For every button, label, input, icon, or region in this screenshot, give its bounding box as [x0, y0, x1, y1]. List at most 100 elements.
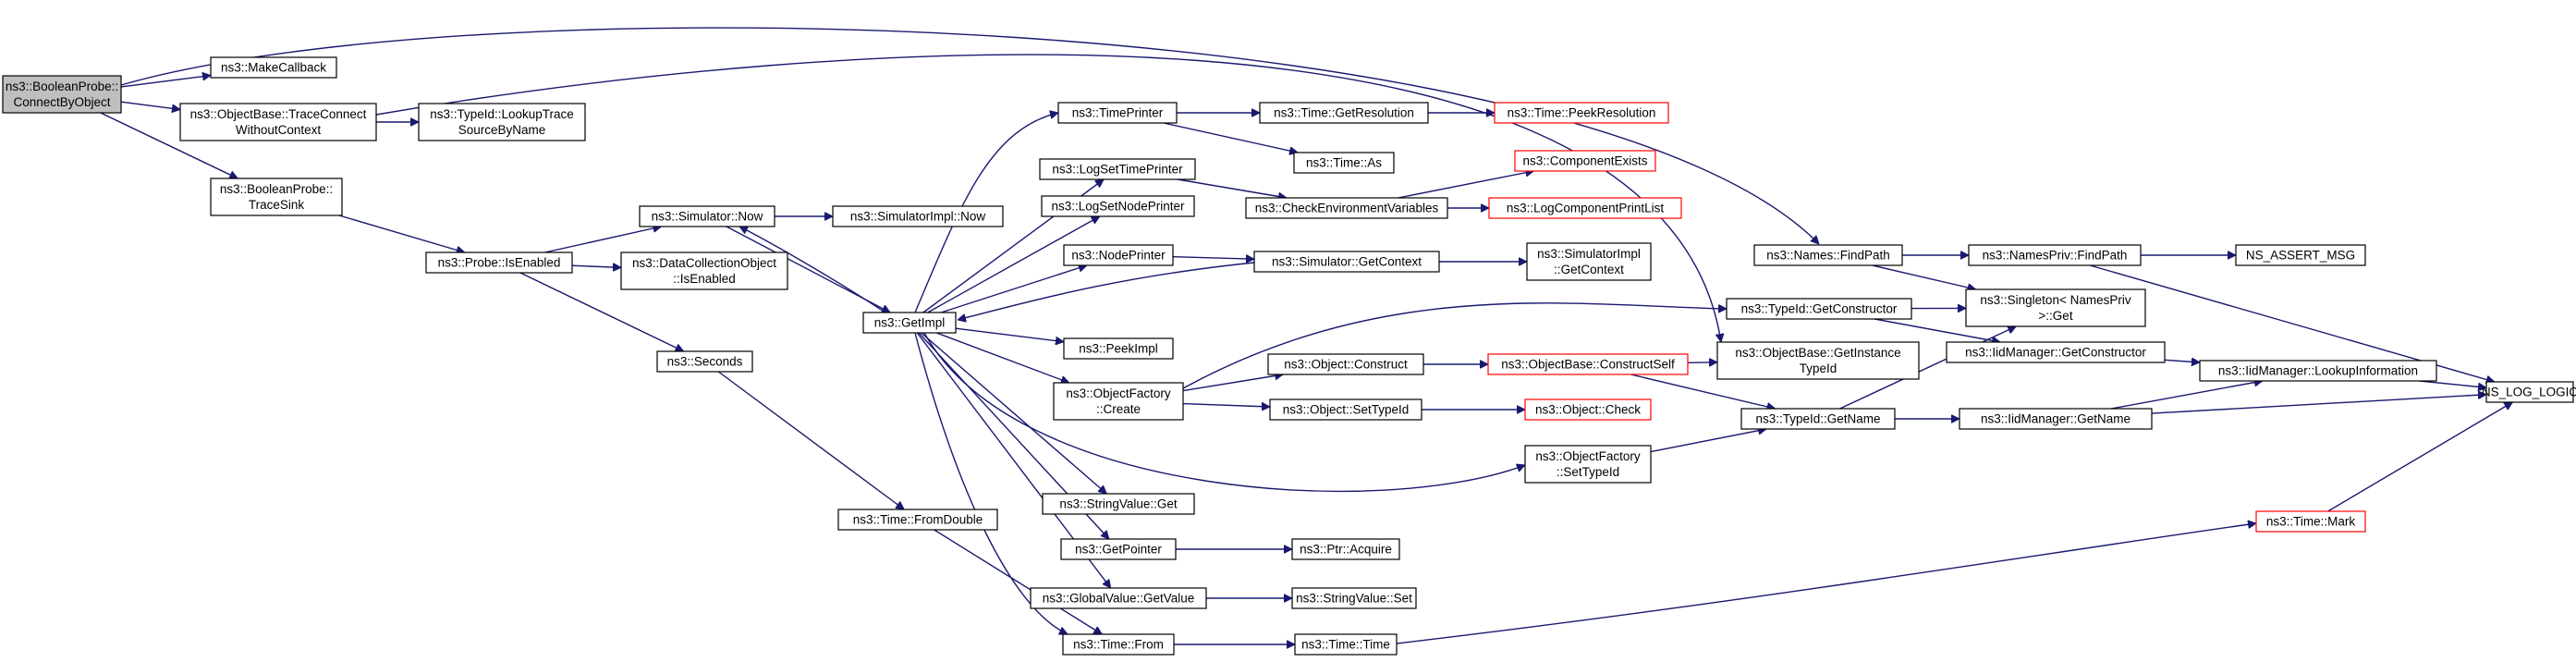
node-box[interactable] — [1063, 337, 1174, 360]
node-box[interactable] — [1245, 197, 1448, 219]
node-ofcreate[interactable]: ns3::ObjectFactory::Create — [1053, 382, 1184, 421]
node-box[interactable] — [1042, 493, 1195, 515]
node-logcomplist[interactable]: ns3::LogComponentPrintList — [1488, 197, 1682, 219]
node-obconstructself[interactable]: ns3::ObjectBase::ConstructSelf — [1487, 353, 1689, 375]
node-simgetctx[interactable]: ns3::Simulator::GetContext — [1253, 251, 1440, 273]
node-box[interactable] — [1030, 587, 1207, 609]
node-objconstruct[interactable]: ns3::Object::Construct — [1267, 353, 1424, 375]
node-logsettime[interactable]: ns3::LogSetTimePrinter — [1039, 158, 1196, 180]
node-svset[interactable]: ns3::StringValue::Set — [1291, 587, 1417, 609]
node-logsetnode[interactable]: ns3::LogSetNodePrinter — [1041, 195, 1195, 217]
node-box[interactable] — [1269, 398, 1422, 421]
node-ofsettypeid[interactable]: ns3::ObjectFactory::SetTypeId — [1524, 445, 1652, 484]
node-box[interactable] — [1524, 398, 1652, 421]
node-iidlookup[interactable]: ns3::IidManager::LookupInformation — [2199, 360, 2437, 382]
node-gvgetvalue[interactable]: ns3::GlobalValue::GetValue — [1030, 587, 1207, 609]
node-timeas[interactable]: ns3::Time::As — [1293, 152, 1395, 174]
node-getpointer[interactable]: ns3::GetPointer — [1060, 538, 1177, 560]
node-box[interactable] — [1291, 538, 1400, 560]
node-npfind[interactable]: ns3::NamesPriv::FindPath — [1968, 244, 2142, 266]
node-simimplgetctx[interactable]: ns3::SimulatorImpl::GetContext — [1526, 242, 1652, 281]
node-box[interactable] — [418, 103, 586, 141]
node-ptracquire[interactable]: ns3::Ptr::Acquire — [1291, 538, 1400, 560]
node-namesfind[interactable]: ns3::Names::FindPath — [1753, 244, 1903, 266]
node-simnow[interactable]: ns3::Simulator::Now — [639, 205, 775, 227]
node-isenabled[interactable]: ns3::Probe::IsEnabled — [425, 251, 573, 274]
node-box[interactable] — [620, 251, 788, 290]
node-box[interactable] — [1487, 353, 1689, 375]
node-box[interactable] — [837, 509, 998, 531]
node-timeprinter[interactable]: ns3::TimePrinter — [1057, 102, 1178, 124]
node-getres[interactable]: ns3::Time::GetResolution — [1259, 102, 1429, 124]
node-box[interactable] — [832, 205, 1004, 227]
node-box[interactable] — [2199, 360, 2437, 382]
node-box[interactable] — [179, 103, 377, 141]
node-peekimpl[interactable]: ns3::PeekImpl — [1063, 337, 1174, 360]
node-checkenv[interactable]: ns3::CheckEnvironmentVariables — [1245, 197, 1448, 219]
node-makecb[interactable]: ns3::MakeCallback — [210, 56, 337, 79]
node-seconds[interactable]: ns3::Seconds — [656, 350, 753, 373]
node-singleton[interactable]: ns3::Singleton< NamesPriv >::Get — [1965, 288, 2146, 327]
node-root[interactable]: ns3::BooleanProbe::ConnectByObject — [2, 75, 122, 114]
node-iidgetname[interactable]: ns3::IidManager::GetName — [1959, 408, 2153, 430]
node-box[interactable] — [1057, 102, 1178, 124]
node-nodeprinter[interactable]: ns3::NodePrinter — [1063, 244, 1174, 266]
node-fromdouble[interactable]: ns3::Time::FromDouble — [837, 509, 998, 531]
node-nsassert[interactable]: NS_ASSERT_MSG — [2235, 244, 2366, 266]
node-simimplnow[interactable]: ns3::SimulatorImpl::Now — [832, 205, 1004, 227]
node-objcheck[interactable]: ns3::Object::Check — [1524, 398, 1652, 421]
node-box[interactable] — [1959, 408, 2153, 430]
node-box[interactable] — [1053, 382, 1184, 421]
node-box[interactable] — [1524, 445, 1652, 484]
node-box[interactable] — [425, 251, 573, 274]
node-box[interactable] — [1291, 587, 1417, 609]
node-box[interactable] — [656, 350, 753, 373]
node-tidgetctor[interactable]: ns3::TypeId::GetConstructor — [1726, 298, 1912, 320]
node-box[interactable] — [1060, 538, 1177, 560]
node-box[interactable] — [1716, 341, 1920, 380]
node-timetime[interactable]: ns3::Time::Time — [1294, 633, 1398, 656]
node-getimpl[interactable]: ns3::GetImpl — [862, 312, 957, 334]
node-box[interactable] — [1494, 102, 1669, 124]
node-box[interactable] — [210, 178, 343, 216]
node-box[interactable] — [1488, 197, 1682, 219]
node-box[interactable] — [1062, 633, 1175, 656]
node-box[interactable] — [1946, 341, 2166, 363]
node-box[interactable] — [2235, 244, 2366, 266]
node-box[interactable] — [1740, 408, 1896, 430]
node-nslog[interactable]: NS_LOG_LOGIC — [2482, 381, 2576, 403]
node-box[interactable] — [1514, 150, 1656, 172]
node-dco[interactable]: ns3::DataCollectionObject::IsEnabled — [620, 251, 788, 290]
node-iidgetctor[interactable]: ns3::IidManager::GetConstructor — [1946, 341, 2166, 363]
node-box[interactable] — [1267, 353, 1424, 375]
node-box[interactable] — [210, 56, 337, 79]
node-box[interactable] — [1968, 244, 2142, 266]
node-box[interactable] — [1253, 251, 1440, 273]
node-box[interactable] — [862, 312, 957, 334]
node-compexists[interactable]: ns3::ComponentExists — [1514, 150, 1656, 172]
node-box[interactable] — [639, 205, 775, 227]
node-timefrom[interactable]: ns3::Time::From — [1062, 633, 1175, 656]
node-box[interactable] — [1726, 298, 1912, 320]
node-box[interactable] — [2255, 510, 2366, 533]
node-box[interactable] — [1063, 244, 1174, 266]
node-box[interactable] — [1965, 288, 2146, 327]
node-box[interactable] — [1526, 242, 1652, 281]
node-peekres[interactable]: ns3::Time::PeekResolution — [1494, 102, 1669, 124]
node-tidgetname[interactable]: ns3::TypeId::GetName — [1740, 408, 1896, 430]
node-objsettypeid[interactable]: ns3::Object::SetTypeId — [1269, 398, 1422, 421]
node-tracesink[interactable]: ns3::BooleanProbe::TraceSink — [210, 178, 343, 216]
node-tcwc[interactable]: ns3::ObjectBase::TraceConnectWithoutCont… — [179, 103, 377, 141]
node-box[interactable] — [1294, 633, 1398, 656]
node-timemark[interactable]: ns3::Time::Mark — [2255, 510, 2366, 533]
node-svget[interactable]: ns3::StringValue::Get — [1042, 493, 1195, 515]
node-box[interactable] — [1041, 195, 1195, 217]
node-box[interactable] — [1259, 102, 1429, 124]
node-box[interactable] — [1753, 244, 1903, 266]
node-box[interactable] — [2485, 381, 2574, 403]
node-box[interactable] — [1293, 152, 1395, 174]
node-box[interactable] — [1039, 158, 1196, 180]
node-box[interactable] — [2, 75, 122, 114]
